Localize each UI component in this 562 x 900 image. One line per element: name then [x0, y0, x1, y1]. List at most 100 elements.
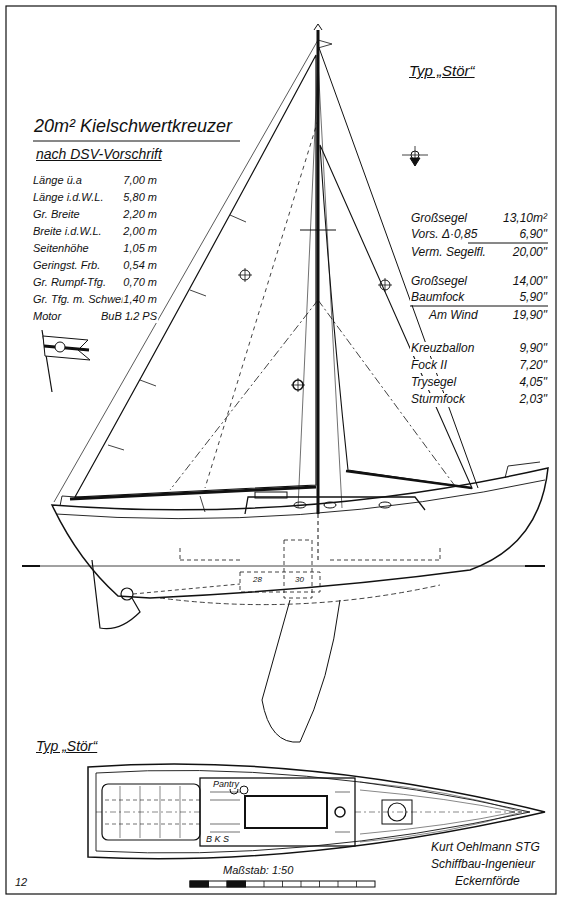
deck-plan-stroke — [245, 796, 327, 828]
annotation-label: Verm. Segelfl. — [410, 246, 487, 260]
sail-plan-stroke — [318, 40, 332, 48]
club-flag-stroke — [44, 346, 89, 350]
table-rule-stroke — [33, 141, 240, 142]
scale-bar-stroke — [209, 881, 357, 887]
table-rule-stroke — [410, 306, 548, 307]
dimension-value: 7,20" — [518, 359, 548, 373]
dimension-value: 9,90" — [518, 342, 548, 356]
sail-plan-stroke — [318, 62, 342, 508]
annotation-label: 28 — [252, 575, 263, 584]
club-flag — [42, 330, 90, 392]
sail-plan-stroke — [318, 45, 478, 488]
hull-profile-stroke — [262, 600, 340, 742]
sail-plan-stroke — [378, 278, 392, 292]
hull-profile-stroke — [133, 584, 240, 594]
sail-plan-stroke — [205, 120, 318, 488]
annotation-label: Maßstab: 1:50 — [222, 864, 294, 877]
sail-plan-stroke — [291, 378, 305, 392]
table-rule-stroke — [468, 243, 548, 244]
annotation-label: Geringst. Frb. — [32, 259, 101, 272]
sail-plan-stroke — [238, 268, 252, 282]
sail-plan-stroke — [300, 229, 336, 230]
sail-plan-stroke — [314, 24, 322, 30]
annotation-label: Eckernförde — [454, 875, 521, 889]
annotation-label: B K S — [205, 834, 230, 844]
annotation-label: Kreuzballon — [410, 342, 475, 356]
scale-bar — [190, 881, 375, 887]
dimension-value: 6,90" — [518, 228, 548, 242]
sail-plan-stroke — [108, 215, 246, 450]
annotation-label: Motor — [32, 310, 62, 323]
annotation-label: Typ „Stör“ — [408, 62, 476, 79]
emblem-symbol-stroke — [402, 146, 428, 166]
dimension-value: 1,05 m — [122, 242, 158, 255]
annotation-label: Am Wind — [428, 309, 479, 323]
club-flag-stroke — [55, 342, 65, 352]
hull-profile-stroke — [240, 572, 320, 592]
hull-profile-stroke — [60, 496, 90, 506]
deck-plan-stroke — [120, 786, 180, 838]
hull-profile-stroke — [379, 502, 391, 508]
hull-profile-stroke — [245, 497, 425, 514]
annotation-label: nach DSV-Vorschrift — [35, 146, 163, 162]
dimension-value: 1,40 m — [122, 293, 158, 306]
deck-plan-stroke — [200, 778, 355, 846]
deck-plan-stroke — [96, 812, 530, 813]
club-flag-stroke — [43, 336, 90, 360]
scale-bar-stroke — [190, 881, 375, 887]
hull-profile-stroke — [324, 502, 336, 508]
hull-profile-stroke — [22, 566, 545, 567]
annotation-label: Typ „Stör“ — [35, 738, 98, 754]
dimension-value: 2,20 m — [122, 208, 158, 221]
sail-plan-stroke — [318, 514, 319, 560]
drawing-title: 20m² Kielschwertkreuzer — [33, 116, 233, 137]
annotation-label: Sturmfock — [410, 393, 466, 407]
annotation-label: 30 — [294, 575, 305, 584]
annotation-label: Pantry — [212, 779, 240, 789]
dimension-value: 5,80 m — [122, 191, 158, 204]
annotation-label: Großsegel — [410, 275, 468, 289]
dimension-value: 20,00" — [512, 246, 548, 260]
table-rule — [33, 141, 548, 306]
emblem-symbol — [402, 146, 428, 166]
dimension-value: 0,54 m — [122, 259, 158, 272]
hull-profile-stroke — [22, 565, 545, 567]
annotation-label: Baumfock — [410, 291, 465, 305]
hull-profile-stroke — [180, 548, 440, 560]
hull-profile-stroke — [92, 560, 140, 629]
hull-profile-stroke — [160, 585, 440, 605]
sail-plan-stroke — [346, 471, 472, 488]
deck-plan — [88, 764, 545, 859]
dimension-value: 4,05" — [518, 376, 548, 390]
deck-plan-stroke — [210, 792, 350, 832]
sheet-frame — [6, 6, 556, 894]
deck-plan-stroke — [102, 784, 200, 840]
hull-profile-stroke — [284, 540, 312, 598]
sheet-frame-stroke — [6, 6, 556, 894]
annotation-label: Schiffbau-Ingenieur — [430, 858, 536, 872]
dimension-value: 5,90" — [518, 291, 548, 305]
annotation-label: Gr. Breite — [32, 208, 81, 221]
annotation-label: Vors. Δ·0,85 — [410, 228, 478, 242]
hull-profile-stroke — [56, 480, 545, 519]
annotation-label: Breite i.d.W.L. — [32, 225, 103, 238]
annotation-label: Gr. Rumpf-Tfg. — [32, 276, 107, 289]
dimension-value: 0,70 m — [122, 276, 158, 289]
deck-plan-stroke — [335, 807, 345, 817]
dimension-value: 19,90" — [512, 309, 548, 323]
hull-profile-stroke — [505, 462, 540, 478]
annotation-label: 12 — [14, 876, 28, 889]
dimension-value: 2,03" — [518, 393, 548, 407]
annotation-label: Fock II — [410, 359, 448, 373]
deck-plan-stroke — [388, 803, 406, 821]
scale-bar-stroke — [227, 881, 246, 887]
annotation-label: Gr. Tfg. m. Schwert — [32, 293, 129, 306]
dimension-value: 13,10m² — [502, 212, 548, 226]
dimension-value: 7,00 m — [122, 174, 158, 187]
hull-profile-stroke — [294, 502, 306, 508]
annotation-label: Länge ü.a — [32, 174, 83, 187]
sail-plan — [54, 24, 478, 560]
annotation-label: Kurt Oehlmann STG — [430, 841, 541, 855]
dimension-value: 2 PS — [132, 310, 158, 323]
